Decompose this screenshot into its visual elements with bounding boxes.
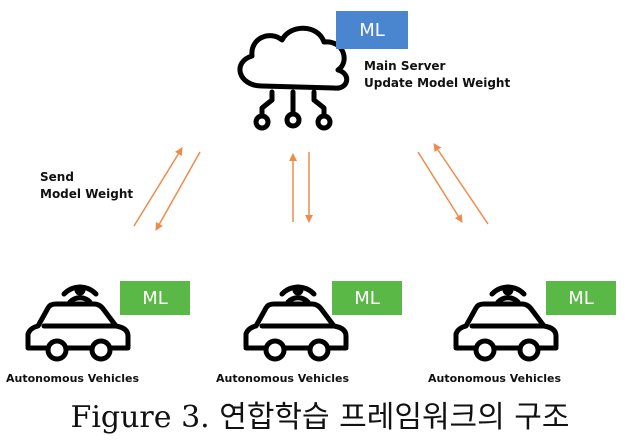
vehicle-ml-badge: ML bbox=[332, 281, 402, 315]
send-label-line1: Send bbox=[40, 170, 74, 184]
cloud-server-icon bbox=[237, 25, 350, 131]
vehicle-ml-badge: ML bbox=[120, 281, 190, 315]
vehicle-label: Autonomous Vehicles bbox=[6, 372, 140, 385]
arrow-receive-right bbox=[417, 151, 463, 223]
server-ml-badge: ML bbox=[336, 11, 408, 49]
figure-caption: Figure 3. 연합학습 프레임워크의 구조 bbox=[70, 400, 570, 435]
arrow-send-left bbox=[133, 147, 183, 227]
vehicle-label: Autonomous Vehicles bbox=[216, 372, 350, 385]
arrows-right bbox=[417, 143, 489, 225]
car-icon bbox=[453, 284, 559, 362]
vehicle-ml-badge: ML bbox=[546, 281, 616, 315]
arrows-left bbox=[133, 147, 201, 231]
arrow-send-right bbox=[433, 143, 489, 225]
arrow-receive-left bbox=[155, 151, 201, 231]
car-icon bbox=[243, 284, 349, 362]
arrows-middle bbox=[289, 152, 313, 223]
send-label-line2: Model Weight bbox=[40, 187, 134, 201]
server-label-line1: Main Server bbox=[364, 59, 446, 73]
car-icon bbox=[25, 284, 131, 362]
server-label-line2: Update Model Weight bbox=[364, 76, 511, 90]
vehicle-label: Autonomous Vehicles bbox=[428, 372, 562, 385]
